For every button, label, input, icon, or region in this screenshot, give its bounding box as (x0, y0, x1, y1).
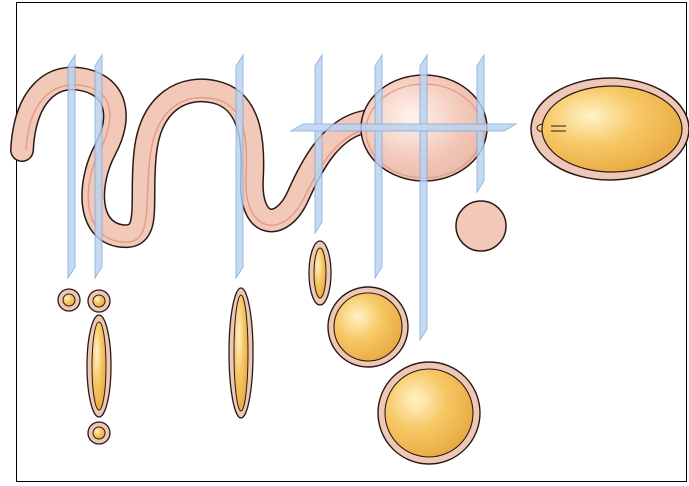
plane-4 (315, 55, 322, 233)
longitudinal-section (531, 78, 689, 180)
plane-3 (236, 55, 243, 278)
section-left-chain (87, 290, 111, 444)
plane-1 (68, 55, 75, 278)
small-circle (456, 201, 506, 251)
section-middle-oval (229, 288, 253, 418)
plane-horizontal (291, 124, 516, 131)
plane-5 (375, 55, 382, 278)
section-large-circle (378, 362, 480, 464)
plane-6 (420, 55, 427, 340)
plane-2 (95, 55, 102, 278)
section-medium-circle (328, 287, 408, 367)
section-small-oval (309, 241, 331, 305)
section-left-small (58, 289, 80, 311)
cross-sections (58, 241, 480, 464)
